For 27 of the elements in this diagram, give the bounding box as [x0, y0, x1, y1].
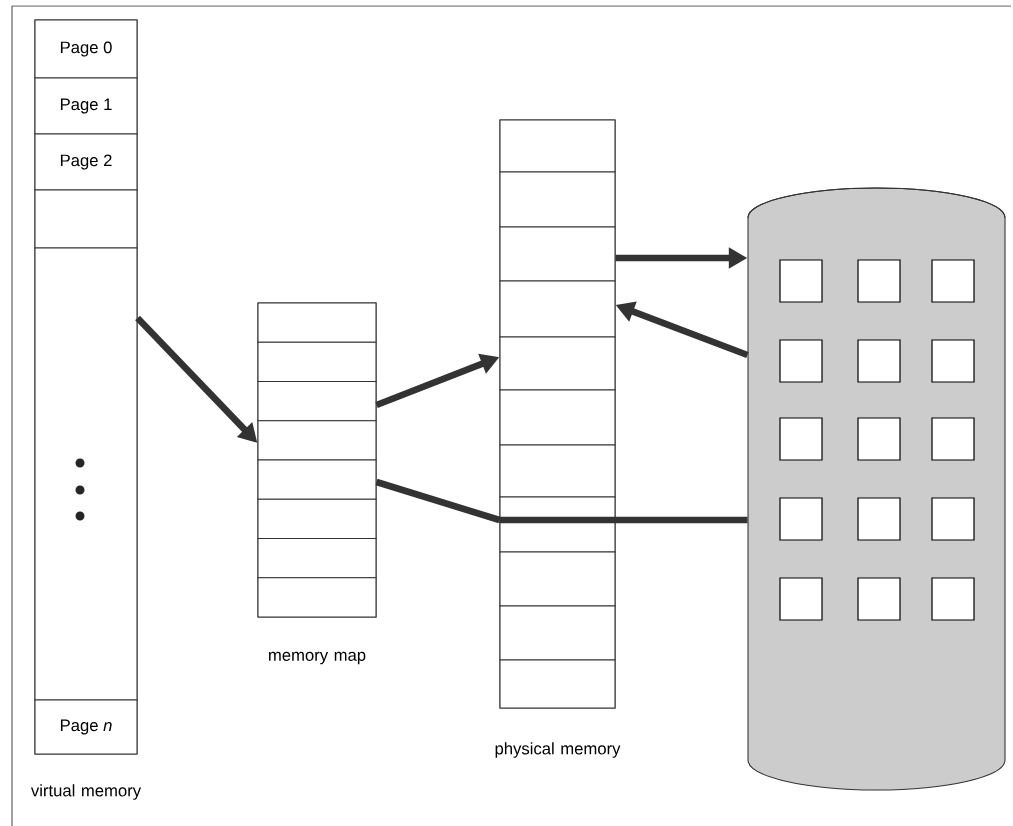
map-cell	[257, 302, 377, 343]
frame-cell	[499, 551, 616, 607]
page-cell: Page n	[34, 699, 138, 755]
node-label: memory map	[269, 651, 366, 665]
frame-cell	[499, 280, 616, 338]
node-label: virtual memory	[30, 784, 142, 800]
disk-drawing	[747, 187, 1006, 791]
page-cell: Page 1	[34, 77, 138, 135]
page-cell: Page 0	[34, 19, 138, 79]
frame-cell	[499, 336, 616, 391]
map-cell	[257, 537, 377, 579]
page-cell: Page 2	[34, 133, 138, 191]
frame-cell	[499, 444, 616, 498]
map-cell	[257, 420, 377, 461]
frame-cell	[499, 389, 616, 446]
frame-cell	[499, 659, 616, 709]
frame-cell	[499, 171, 616, 228]
map-cell	[257, 498, 377, 540]
map-cell	[257, 577, 377, 618]
frame-cell	[499, 119, 616, 173]
frame-cell	[499, 605, 616, 661]
map-cell	[257, 459, 377, 500]
page-cell	[34, 189, 138, 249]
node-label: physical memory	[495, 742, 621, 758]
map-cell	[257, 341, 377, 383]
map-cell	[257, 380, 377, 422]
frame-cell	[499, 226, 616, 282]
